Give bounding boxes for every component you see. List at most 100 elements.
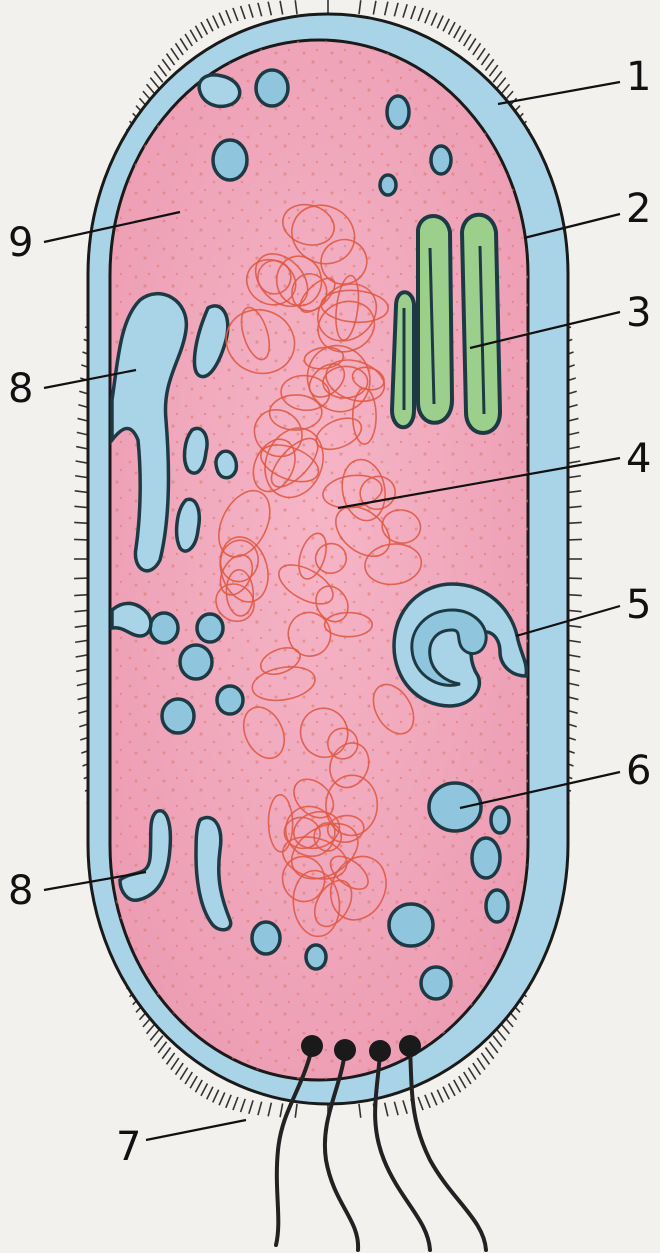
pilus <box>411 6 416 19</box>
pilus <box>568 595 582 596</box>
pilus <box>477 1058 485 1070</box>
pilus <box>443 1087 449 1100</box>
pilus <box>425 10 430 23</box>
pilus <box>481 1053 489 1064</box>
label-8-upper: 8 <box>8 366 33 412</box>
pilus <box>241 1099 246 1112</box>
pilus <box>249 1100 253 1113</box>
pilus <box>394 1102 398 1115</box>
pilus <box>207 1087 213 1100</box>
pilus <box>485 1047 493 1058</box>
label-1: 1 <box>626 54 651 100</box>
pilus <box>454 1080 461 1092</box>
pilus <box>180 38 187 50</box>
pilus <box>295 1104 297 1118</box>
pilus <box>418 1097 423 1110</box>
pilus <box>280 1103 283 1117</box>
pilus <box>295 0 297 14</box>
pilus <box>497 78 506 89</box>
pilus <box>195 26 202 38</box>
pilus <box>171 48 179 60</box>
pilus <box>190 1076 197 1088</box>
pilus <box>403 4 407 17</box>
pilus <box>280 1 283 15</box>
pilus <box>431 13 437 26</box>
pilus <box>464 1072 471 1084</box>
pilus <box>162 59 170 70</box>
label-9: 9 <box>8 220 33 266</box>
pilus <box>219 1092 225 1105</box>
pilus <box>175 1063 183 1075</box>
pilus <box>454 26 461 38</box>
pilus <box>268 2 271 16</box>
pilus <box>185 1072 192 1084</box>
pilus <box>158 1042 166 1053</box>
pilus <box>418 8 423 21</box>
pilus <box>167 54 175 65</box>
pilus <box>497 1030 506 1041</box>
pilus <box>359 0 361 14</box>
pilus <box>158 65 166 76</box>
pilus <box>258 3 262 16</box>
pilus <box>233 1097 238 1110</box>
pilus <box>394 3 398 16</box>
inclusion-vesicle <box>429 783 481 831</box>
pilus <box>425 1095 430 1108</box>
pilus <box>219 13 225 26</box>
pilus <box>473 43 481 55</box>
pilus <box>473 1063 481 1075</box>
pilus <box>74 595 88 596</box>
pilus <box>162 1047 170 1058</box>
pilus <box>150 1030 159 1041</box>
pilus <box>190 30 197 42</box>
pilus <box>154 71 163 82</box>
membrane-infold-top <box>199 75 240 106</box>
pilus <box>385 1103 388 1117</box>
pilus <box>468 38 475 50</box>
pilus <box>213 1090 219 1103</box>
label-6: 6 <box>626 748 651 794</box>
label-2: 2 <box>626 186 651 232</box>
pilus <box>74 610 88 611</box>
pilus <box>489 65 497 76</box>
pilus <box>268 1103 271 1117</box>
pilus <box>171 1058 179 1070</box>
pilus <box>167 1053 175 1064</box>
pilus <box>385 2 388 16</box>
pilus <box>74 506 88 507</box>
pilus <box>568 610 582 611</box>
pilus <box>249 4 253 17</box>
pilus <box>195 1080 202 1092</box>
pilus <box>373 1 376 15</box>
pilus <box>403 1100 407 1113</box>
pilus <box>449 22 455 34</box>
pilus <box>485 59 493 70</box>
pilus <box>226 10 231 23</box>
label-7: 7 <box>116 1124 141 1170</box>
pilus <box>213 16 219 29</box>
pilus <box>207 19 213 32</box>
pilus <box>489 1042 497 1053</box>
pilus <box>468 1068 475 1080</box>
pilus <box>185 34 192 46</box>
label-8-lower: 8 <box>8 868 33 914</box>
pilus <box>459 30 466 42</box>
pilus <box>493 71 502 82</box>
pilus <box>493 1036 502 1047</box>
pilus <box>226 1095 231 1108</box>
pilus <box>175 43 183 55</box>
label-3: 3 <box>626 290 651 336</box>
pilus <box>233 8 238 21</box>
pilus <box>477 48 485 60</box>
pilus <box>437 1090 443 1103</box>
label-5: 5 <box>626 582 651 628</box>
pilus <box>150 78 159 89</box>
pilus <box>241 6 246 19</box>
pilus <box>443 19 449 32</box>
pilus <box>431 1092 437 1105</box>
pilus <box>459 1076 466 1088</box>
pilus <box>74 522 88 523</box>
pilus <box>201 22 207 34</box>
